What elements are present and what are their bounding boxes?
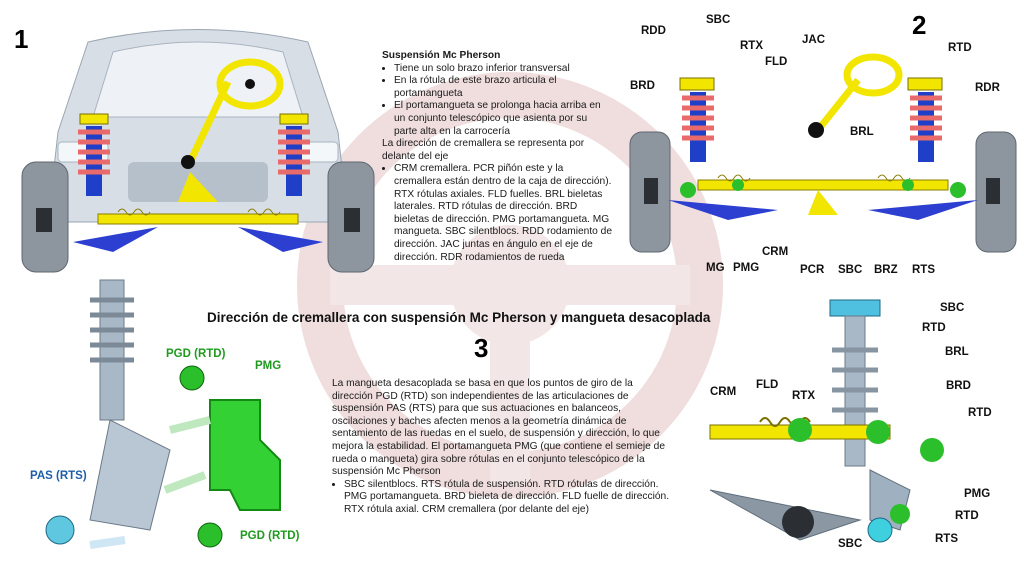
- strut-detail-diagram: [709, 299, 944, 543]
- mcpherson-bullet: El portamangueta se prolonga hacia arrib…: [394, 100, 612, 138]
- label-brl: BRL: [850, 126, 874, 138]
- mcpherson-legend: CRM cremallera. PCR piñón este y la crem…: [382, 163, 612, 264]
- mcpherson-plain-line: La dirección de cremallera se representa…: [382, 138, 585, 162]
- label-sbc: SBC: [706, 14, 731, 26]
- label-brd: BRD: [946, 380, 971, 392]
- label-rtd-2: RTD: [968, 407, 992, 419]
- label-pmg: PMG: [733, 262, 760, 274]
- label-brd: BRD: [630, 80, 655, 92]
- label-jac: JAC: [802, 34, 826, 46]
- label-pmg-2: PMG: [964, 488, 991, 500]
- main-title: Dirección de cremallera con suspensión M…: [207, 310, 711, 325]
- panel-number-1: 1: [14, 24, 29, 54]
- label-pgd-rtd-2: PGD (RTD): [240, 530, 300, 542]
- decoupled-knuckle-legend: SBC silentblocs. RTS rótula de suspensió…: [332, 479, 672, 517]
- car-front-illustration: [21, 29, 375, 273]
- label-mg: MG: [706, 262, 725, 274]
- watermark-steering-wheel-icon: [297, 72, 723, 498]
- label-rtx: RTX: [740, 40, 763, 52]
- label-rtd-1: RTD: [922, 322, 946, 334]
- label-brl: BRL: [945, 346, 969, 358]
- strut-knuckle-diagram: [45, 279, 281, 549]
- assembly-diagram-top-right: [629, 53, 1017, 253]
- label-pas-rts: PAS (RTS): [30, 470, 87, 482]
- label-sbc-top: SBC: [940, 302, 965, 314]
- panel-number-2: 2: [912, 10, 927, 40]
- decoupled-knuckle-legend-text: SBC silentblocs. RTS rótula de suspensió…: [344, 479, 672, 517]
- mcpherson-legend-text: CRM cremallera. PCR piñón este y la crem…: [394, 163, 612, 264]
- label-rts: RTS: [912, 264, 935, 276]
- mcpherson-bullet: En la rótula de este brazo articula el p…: [394, 75, 612, 100]
- label-crm-2: CRM: [710, 386, 737, 398]
- label-rdr: RDR: [975, 82, 1000, 94]
- mcpherson-text-block: Suspensión Mc Pherson Tiene un solo braz…: [382, 50, 612, 264]
- label-fld-2: FLD: [756, 379, 779, 391]
- decoupled-knuckle-paragraph: La mangueta desacoplada se basa en que l…: [332, 378, 665, 478]
- panel-number-3: 3: [474, 333, 489, 363]
- label-crm: CRM: [762, 246, 789, 258]
- label-pcr: PCR: [800, 264, 825, 276]
- label-pmg-green: PMG: [255, 360, 282, 372]
- label-sbc-bottom: SBC: [838, 538, 863, 550]
- label-rtx-2: RTX: [792, 390, 815, 402]
- label-rtd: RTD: [948, 42, 972, 54]
- label-rtd-3: RTD: [955, 510, 979, 522]
- mcpherson-bullets: Tiene un solo brazo inferior transversal…: [382, 63, 612, 139]
- label-sbc-2: SBC: [838, 264, 863, 276]
- label-rts-2: RTS: [935, 533, 958, 545]
- mcpherson-bullet: Tiene un solo brazo inferior transversal: [394, 63, 612, 76]
- decoupled-knuckle-text: La mangueta desacoplada se basa en que l…: [332, 378, 672, 517]
- label-pgd-rtd-1: PGD (RTD): [166, 348, 226, 360]
- label-rdd: RDD: [641, 25, 666, 37]
- label-brz: BRZ: [874, 264, 898, 276]
- mcpherson-heading: Suspensión Mc Pherson: [382, 50, 501, 61]
- label-fld: FLD: [765, 56, 788, 68]
